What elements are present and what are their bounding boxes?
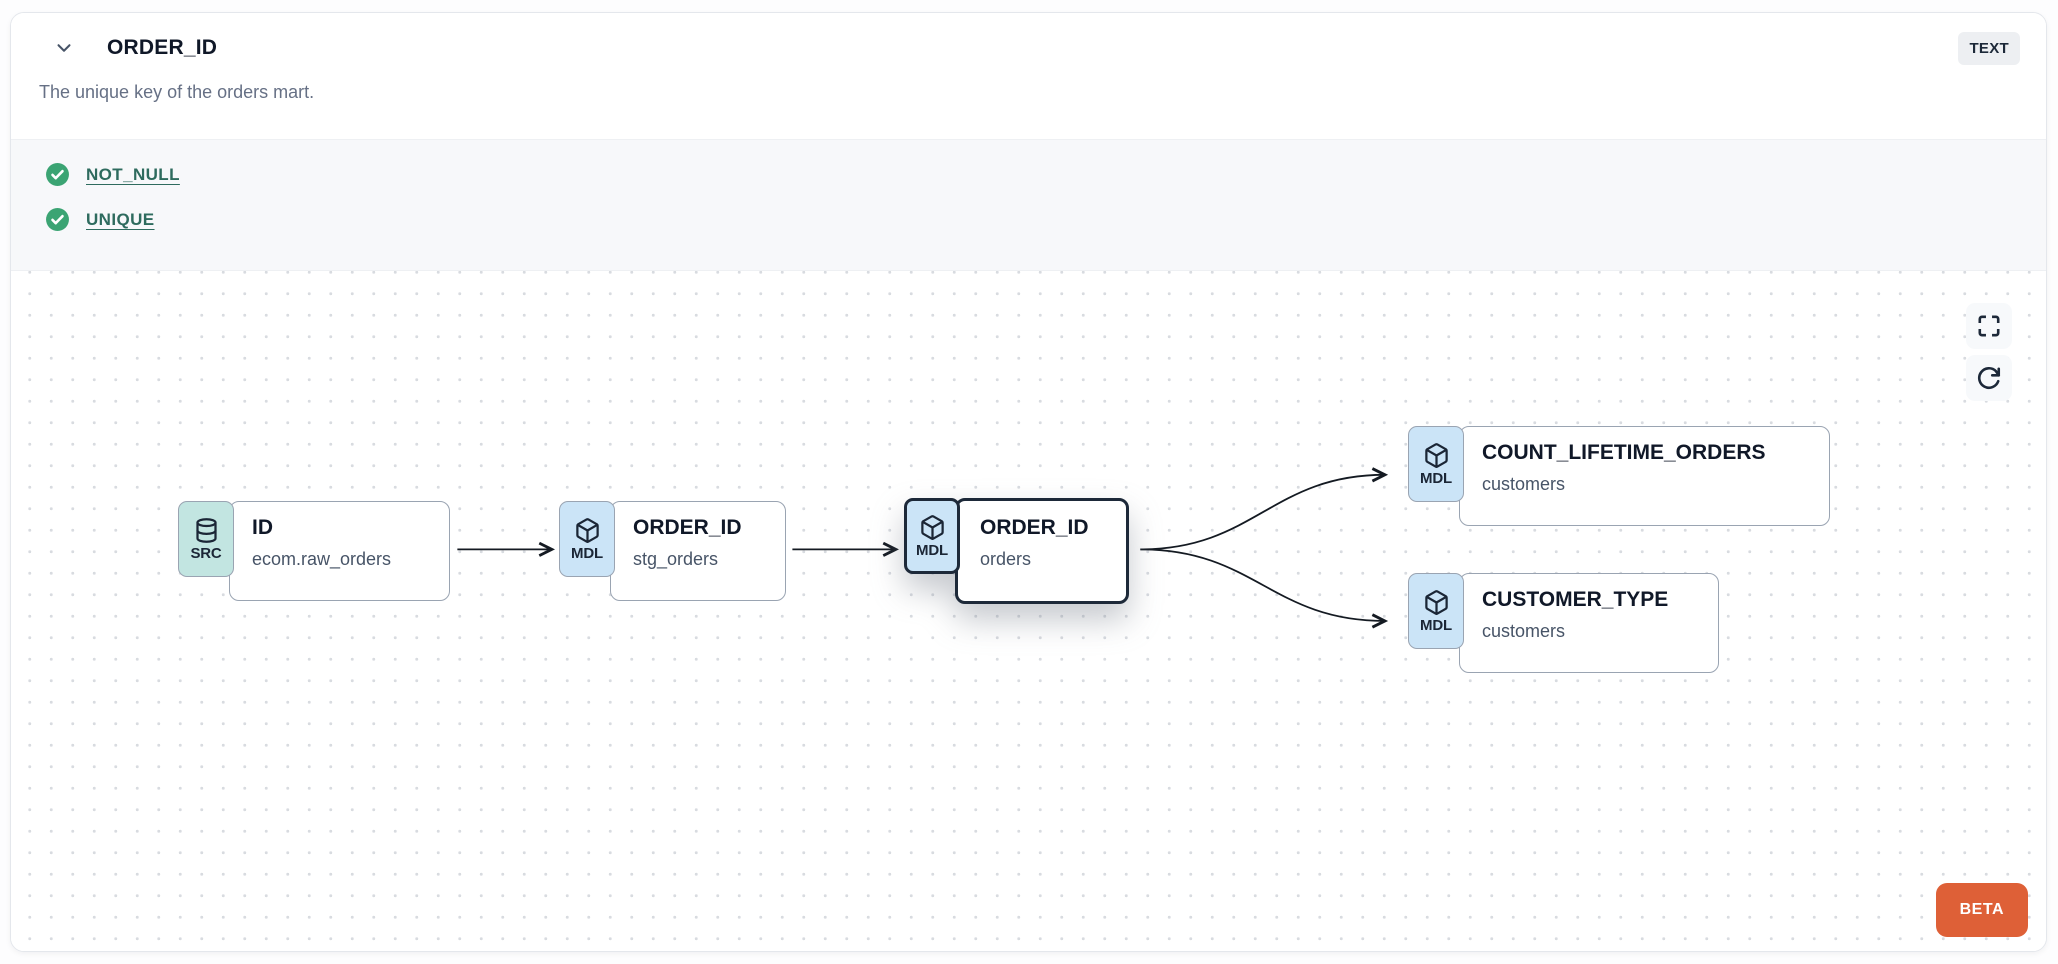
lineage-canvas[interactable]: SRC ID ecom.raw_orders MDL ORDER_ID stg_… [11,271,2046,951]
test-link-not-null[interactable]: NOT_NULL [86,164,180,184]
fullscreen-icon [1976,313,2002,339]
test-row: UNIQUE [45,207,2018,232]
tests-section: NOT_NULL UNIQUE [11,139,2046,271]
cube-icon [1423,442,1450,469]
lineage-node-orders-selected[interactable]: MDL ORDER_ID orders [904,498,1129,604]
node-card: COUNT_LIFETIME_ORDERS customers [1459,426,1830,526]
node-kind-badge: MDL [559,501,615,577]
node-kind-label: MDL [571,544,603,562]
node-subtitle: customers [1482,621,1566,641]
lineage-node-stg-orders[interactable]: MDL ORDER_ID stg_orders [559,501,786,601]
node-subtitle: orders [980,549,1032,569]
check-circle-icon [45,162,70,187]
node-kind-badge: MDL [904,498,960,574]
column-title: ORDER_ID [107,36,218,59]
cube-icon [1423,589,1450,616]
node-kind-label: MDL [1420,616,1452,634]
node-title: COUNT_LIFETIME_ORDERS [1482,441,1766,464]
lineage-node-count-lifetime-orders[interactable]: MDL COUNT_LIFETIME_ORDERS customers [1408,426,1830,526]
check-circle-icon [45,207,70,232]
lineage-node-customer-type[interactable]: MDL CUSTOMER_TYPE customers [1408,573,1719,673]
node-subtitle: ecom.raw_orders [252,549,392,569]
column-description: The unique key of the orders mart. [39,82,315,102]
lineage-edges [457,467,1389,629]
node-kind-badge: MDL [1408,426,1464,502]
database-icon [193,517,220,544]
node-subtitle: stg_orders [633,549,719,569]
node-card: ORDER_ID orders [955,498,1129,604]
node-kind-label: MDL [1420,469,1452,487]
node-card: ID ecom.raw_orders [229,501,450,601]
cube-icon [574,517,601,544]
test-link-unique[interactable]: UNIQUE [86,209,155,229]
node-title: ORDER_ID [633,516,742,539]
column-detail-card: ORDER_ID TEXT The unique key of the orde… [10,12,2047,952]
node-kind-label: MDL [916,541,948,559]
node-kind-label: SRC [190,544,222,562]
node-kind-badge: MDL [1408,573,1464,649]
fullscreen-button[interactable] [1966,303,2012,349]
lineage-node-source-id[interactable]: SRC ID ecom.raw_orders [178,501,450,601]
canvas-controls [1966,303,2012,401]
beta-badge: BETA [1935,883,2028,937]
refresh-icon [1976,365,2002,391]
node-card: CUSTOMER_TYPE customers [1459,573,1719,673]
node-card: ORDER_ID stg_orders [610,501,786,601]
refresh-button[interactable] [1966,355,2012,401]
node-title: ORDER_ID [980,516,1089,539]
collapse-toggle[interactable] [47,31,81,65]
cube-icon [919,514,946,541]
node-subtitle: customers [1482,474,1566,494]
node-title: CUSTOMER_TYPE [1482,588,1669,611]
test-row: NOT_NULL [45,162,2018,187]
node-title: ID [252,516,273,539]
column-header: ORDER_ID TEXT The unique key of the orde… [11,13,2046,139]
node-kind-badge: SRC [178,501,234,577]
chevron-down-icon [53,37,75,59]
data-type-badge: TEXT [1958,31,2020,65]
